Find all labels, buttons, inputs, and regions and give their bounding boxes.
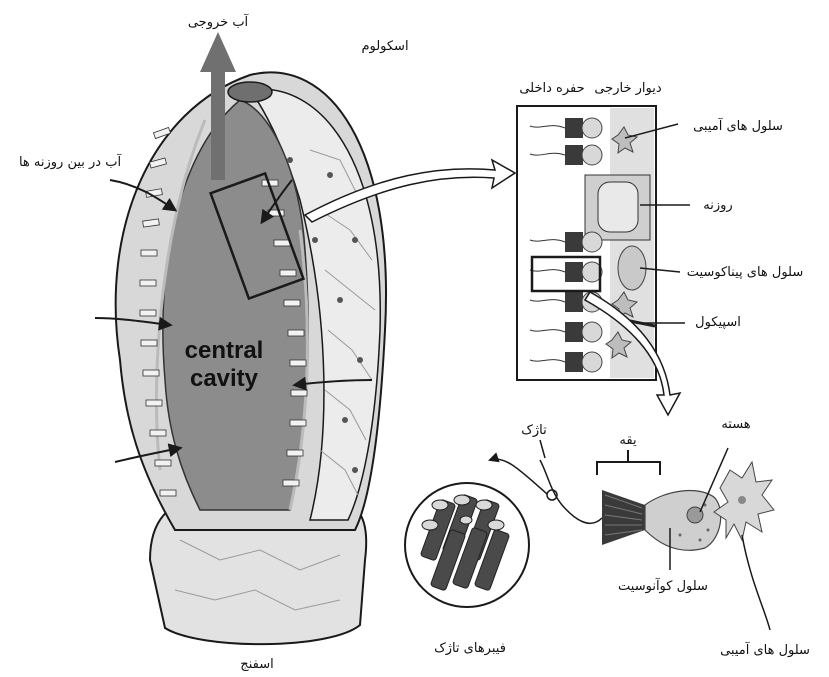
label-inner-cavity: حفره داخلی — [519, 81, 584, 96]
label-pore: روزنه — [703, 198, 732, 213]
label-nucleus: هسته — [721, 417, 750, 432]
detail-panel — [517, 106, 656, 380]
label-water-between-pores: آب در بین روزنه ها — [19, 153, 123, 170]
label-outer-wall: دیوار خارجی — [594, 81, 662, 96]
label-sponge: اسفنج — [240, 657, 273, 672]
osculum-opening — [228, 82, 272, 102]
label-flagellum-fibers: فیبرهای تاژک — [434, 641, 506, 656]
label-pinacocytes: سلول های پیناکوسیت — [687, 265, 804, 280]
label-osculum: اسکولوم — [361, 39, 408, 54]
label-cavity: cavity — [190, 365, 259, 392]
label-amoebocytes-bottom: سلول های آمیبی — [720, 641, 810, 658]
label-choanocyte: سلول کوآنوسیت — [618, 577, 708, 594]
choanocyte-detail — [490, 450, 774, 550]
label-collar: یقه — [619, 433, 637, 448]
label-flagellum: تاژک — [521, 423, 547, 438]
choanocyte-body — [645, 491, 721, 551]
label-amoebocytes-top: سلول های آمیبی — [693, 117, 783, 134]
label-outflow-water: آب خروجی — [188, 13, 250, 30]
collar-bracket — [597, 450, 660, 475]
flagellum-fibers-cross-section — [405, 483, 529, 607]
label-central: central — [185, 337, 264, 364]
label-spicule: اسپیکول — [695, 315, 741, 330]
